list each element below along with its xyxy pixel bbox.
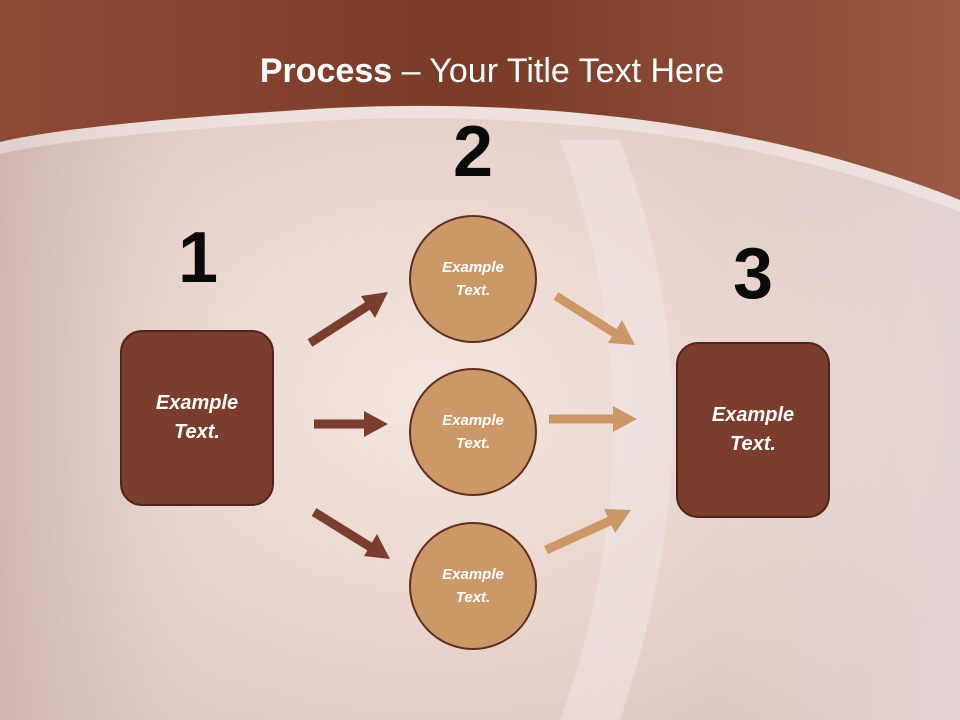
- step-2-circle-bottom-label: Example Text.: [442, 566, 504, 606]
- step-2-circle-middle: Example Text.: [409, 368, 537, 496]
- step-number-3: 3: [732, 234, 774, 314]
- arrow-1-to-middle: [314, 411, 388, 437]
- step-3-label: Example Text.: [711, 404, 795, 455]
- arrow-top-to-3: [553, 292, 635, 345]
- arrow-bottom-to-3: [544, 509, 631, 555]
- arrow-middle-to-3: [549, 406, 637, 432]
- step-1-box: Example Text.: [120, 330, 274, 506]
- step-2-circle-top: Example Text.: [409, 215, 537, 343]
- step-number-1: 1: [177, 218, 219, 298]
- title-rest: – Your Title Text Here: [392, 52, 725, 90]
- title-bold: Process: [259, 52, 393, 90]
- step-number-2: 2: [452, 112, 494, 192]
- step-1-label: Example Text.: [155, 392, 239, 443]
- step-2-circle-top-label: Example Text.: [442, 259, 504, 299]
- step-2-circle-middle-label: Example Text.: [442, 412, 504, 452]
- arrow-1-to-bottom: [311, 508, 390, 559]
- slide-title: Process – Your Title Text Here: [0, 52, 960, 91]
- arrow-1-to-top: [307, 292, 388, 347]
- step-2-circle-bottom: Example Text.: [409, 522, 537, 650]
- step-3-box: Example Text.: [676, 342, 830, 518]
